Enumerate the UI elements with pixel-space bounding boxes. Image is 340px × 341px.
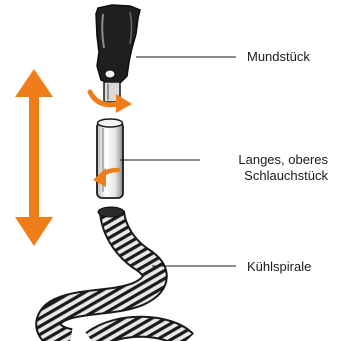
- vertical-double-arrow: [15, 69, 53, 246]
- label-upper-hose-line2: Schlauchstück: [238, 168, 328, 184]
- mouthpiece-illustration: [96, 5, 140, 102]
- arrow-head-down: [15, 217, 53, 246]
- cooling-coil-illustration: [48, 207, 186, 341]
- label-upper-hose-line1: Langes, oberes: [238, 152, 328, 168]
- upper-hose-illustration: [97, 119, 123, 198]
- arrow-head-up: [15, 69, 53, 97]
- label-cooling-coil: Kühlspirale: [247, 259, 311, 275]
- arrow-shaft: [29, 95, 39, 219]
- label-upper-hose: Langes, oberes Schlauchstück: [238, 152, 328, 184]
- label-mouthpiece: Mundstück: [247, 49, 310, 65]
